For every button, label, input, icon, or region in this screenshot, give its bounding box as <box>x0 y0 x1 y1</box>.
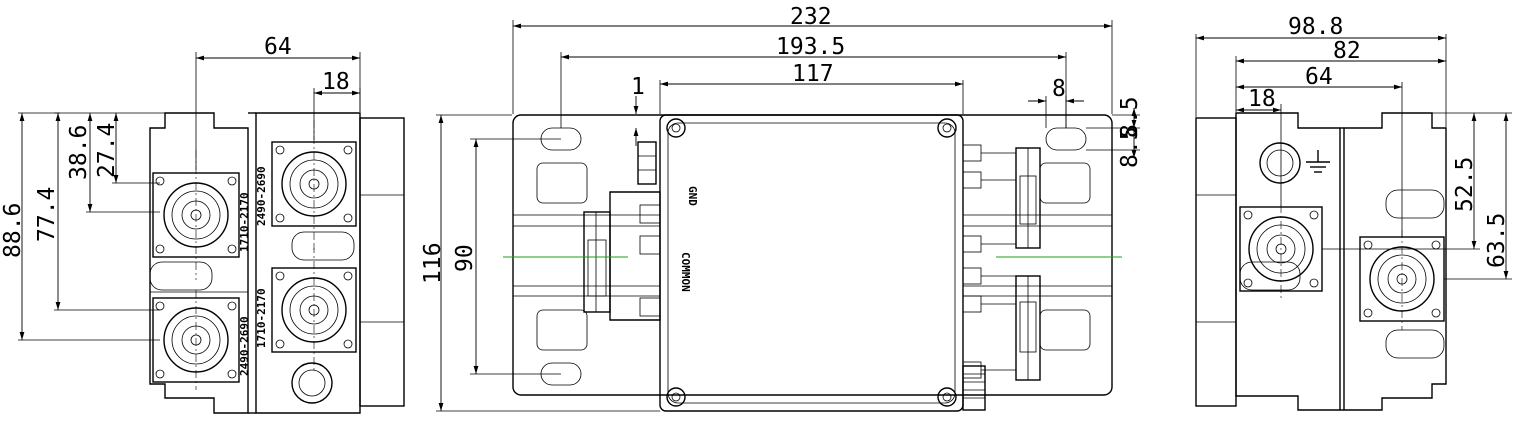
center-baseplate <box>512 114 1113 396</box>
right-flange <box>1195 117 1237 407</box>
left-slot-right <box>291 231 355 261</box>
ground-bolt-left <box>291 362 333 404</box>
dim-right-82: 82 <box>1333 38 1361 64</box>
band-label-bottom-b: 2490-2690 <box>238 316 251 376</box>
ground-post-right <box>1259 142 1301 184</box>
slot-tr <box>1045 127 1087 151</box>
dim-center-232: 232 <box>790 4 832 30</box>
left-right-body-outline <box>255 112 361 414</box>
dim-right-64: 64 <box>1305 64 1333 90</box>
dim-left-64: 64 <box>264 34 292 60</box>
center-housing <box>659 114 964 412</box>
dim-center-1: 1 <box>631 74 645 100</box>
dim-center-8: 8 <box>1052 76 1066 102</box>
gnd-nut <box>637 141 657 185</box>
corner-screws <box>666 118 957 407</box>
dim-center-117: 117 <box>792 61 834 87</box>
band-label-top-b: 2490-2690 <box>255 166 268 226</box>
dim-center-193-5: 193.5 <box>776 34 845 60</box>
dim-center-90: 90 <box>452 244 478 272</box>
left-flange <box>359 117 405 407</box>
dim-right-98-8: 98.8 <box>1288 14 1343 40</box>
right-view: 98.8 82 64 18 52.5 63.5 <box>1195 14 1512 411</box>
common-label: COMMON <box>679 252 692 292</box>
dim-center-8-5-b: 8.5 <box>1117 126 1143 168</box>
dim-left-77-4: 77.4 <box>34 187 60 242</box>
dim-right-52-5: 52.5 <box>1452 157 1478 212</box>
gnd-label: GND <box>686 186 699 206</box>
left-view: 1710-2170 2490-2690 1710-2170 2490-2690 … <box>0 34 405 414</box>
dim-left-38-6: 38.6 <box>66 125 92 180</box>
dim-center-8-5-a: 8.5 <box>1117 96 1143 138</box>
center-right-connector-bottom <box>962 267 1041 381</box>
dim-right-63-5: 63.5 <box>1484 213 1510 268</box>
band-label-bottom-a: 1710-2170 <box>255 288 268 348</box>
ground-symbol-icon <box>1306 150 1330 173</box>
left-body-outline <box>149 112 249 414</box>
band-label-top-a: 1710-2170 <box>238 192 251 252</box>
dim-left-27-4: 27.4 <box>94 123 120 178</box>
left-slot <box>149 261 213 291</box>
center-right-connector-top <box>962 144 1041 253</box>
right-body-right <box>1343 112 1447 411</box>
center-left-connector <box>583 191 661 321</box>
dim-center-116: 116 <box>420 242 446 284</box>
center-view: GND COMMON <box>420 4 1143 412</box>
dim-right-18: 18 <box>1248 86 1276 112</box>
ground-screw-center <box>962 365 986 411</box>
dim-left-88-6: 88.6 <box>0 203 26 258</box>
dim-left-18: 18 <box>322 69 350 95</box>
